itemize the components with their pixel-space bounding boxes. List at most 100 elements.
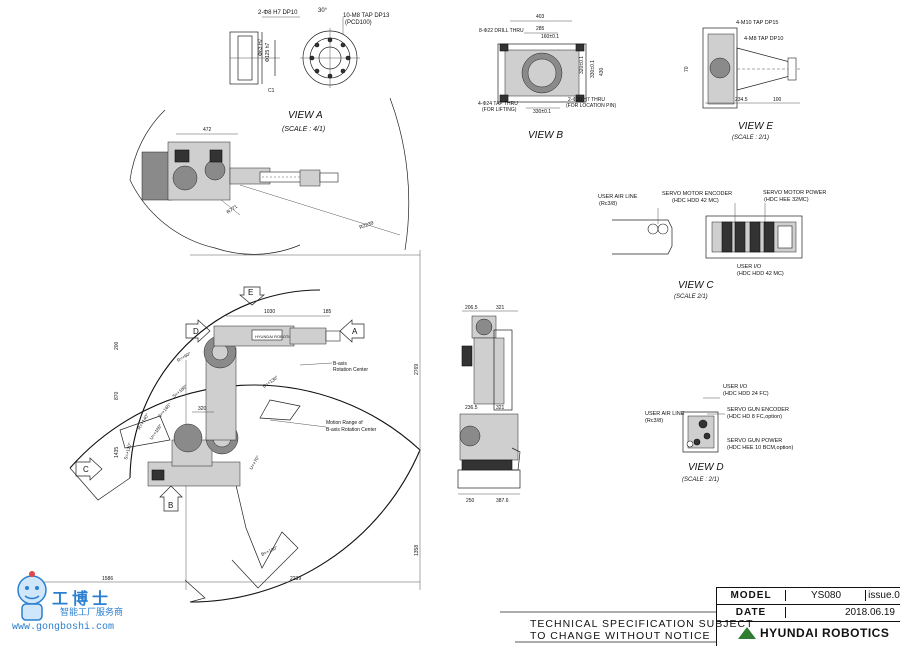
view-e: 4-M10 TAP DP15 4-M8 TAP DP10 234.5 100 7… bbox=[684, 20, 800, 141]
marker-e: E bbox=[239, 286, 265, 306]
view-d: USER I/O (HDC HDD 24 FC) USER AIR LINE (… bbox=[645, 384, 793, 483]
view-d-note-7: SERVO GUN POWER bbox=[727, 438, 782, 444]
disclaimer: TECHNICAL SPECIFICATION SUBJECT TO CHANG… bbox=[530, 618, 754, 642]
robot-side-body: HYUNDAI ROBOTICS bbox=[147, 325, 341, 487]
brand-name: HYUNDAI ROBOTICS bbox=[760, 626, 890, 640]
side-dim-2769: 2769 bbox=[414, 364, 420, 375]
svg-text:D: D bbox=[193, 327, 199, 336]
front-dim-6: 387.6 bbox=[496, 498, 509, 504]
view-c-note-2: (Rc3/8) bbox=[599, 201, 617, 207]
top-view-radius-2: R771 bbox=[226, 204, 239, 216]
angle-u180: U=+180° bbox=[149, 423, 163, 441]
front-dim-4: 321 bbox=[496, 405, 505, 411]
view-a-dim-2: Φ63 H7 bbox=[258, 38, 264, 56]
motion-note-1: Motion Range of bbox=[326, 420, 363, 426]
view-c-note-5: SERVO MOTOR POWER bbox=[763, 190, 826, 196]
hyundai-logo-icon bbox=[738, 627, 756, 639]
top-plan-view: R2239 R771 472 bbox=[129, 97, 410, 255]
view-b-dim-1: 403 bbox=[536, 14, 545, 20]
view-b-note-5: (FOR LOCATION PIN) bbox=[566, 103, 617, 109]
model-value: YS080 bbox=[785, 590, 866, 601]
side-dim-1586: 1586 bbox=[102, 576, 113, 582]
view-c-title: VIEW C bbox=[678, 280, 714, 291]
view-a-detail: 2-Φ8 H7 DP10 10-M8 TAP DP13 (PCD100) 30°… bbox=[229, 8, 390, 133]
view-d-note-5: SERVO GUN ENCODER bbox=[727, 407, 789, 413]
marker-b: B bbox=[159, 485, 183, 512]
front-dim-5: 250 bbox=[466, 498, 475, 504]
view-e-dim-1: 70 bbox=[684, 66, 690, 72]
view-e-note-2: 4-M8 TAP DP10 bbox=[744, 36, 783, 42]
side-dim-1030: 1030 bbox=[264, 309, 275, 315]
view-c: USER AIR LINE (Rc3/8) SERVO MOTOR ENCODE… bbox=[598, 190, 826, 300]
view-a-note-3: (PCD100) bbox=[345, 20, 372, 26]
title-row-date: DATE 2018.06.19 bbox=[717, 605, 900, 622]
view-b-dim-6: 430 bbox=[599, 67, 605, 76]
view-a-angle: 30° bbox=[318, 8, 328, 14]
view-a-scale: (SCALE : 4/1) bbox=[282, 126, 325, 133]
view-b: 403 285 160±0.1 8-Φ22 DRILL THRU 320±0.1… bbox=[478, 14, 617, 141]
view-e-dim-3: 100 bbox=[773, 97, 782, 103]
view-e-note-1: 4-M10 TAP DP15 bbox=[736, 20, 779, 26]
side-dim-200: 200 bbox=[114, 341, 120, 350]
view-a-title: VIEW A bbox=[288, 110, 323, 121]
angle-s120: S=+120° bbox=[123, 442, 132, 460]
svg-text:A: A bbox=[352, 327, 358, 336]
b-axis-note-2: Rotation Center bbox=[333, 367, 368, 373]
arm-brand-text: HYUNDAI ROBOTICS bbox=[255, 334, 295, 339]
view-a-dim-c1: C1 bbox=[268, 88, 275, 94]
angle-u70: U=+70° bbox=[249, 455, 261, 471]
side-dim-1358: 1358 bbox=[414, 545, 420, 556]
title-row-model: MODEL YS080 issue.0 bbox=[717, 588, 900, 605]
front-view: 206.5 321 236.5 321 250 387.6 bbox=[457, 305, 521, 504]
top-view-radius: R2239 bbox=[359, 220, 375, 231]
view-a-note-2: 10-M8 TAP DP13 bbox=[343, 13, 390, 19]
date-label: DATE bbox=[735, 607, 767, 618]
date-value: 2018.06.19 bbox=[785, 607, 899, 618]
disclaimer-line-2: TO CHANGE WITHOUT NOTICE bbox=[530, 630, 711, 642]
view-b-dim-5: 330±0.1 bbox=[590, 60, 596, 78]
view-b-note-4: 2-Φ20 H7 THRU bbox=[568, 97, 605, 103]
watermark-url: www.gongboshi.com bbox=[12, 622, 115, 633]
view-a-dim-1: Φ125 h7 bbox=[265, 42, 271, 62]
view-b-note-3: (FOR LIFTING) bbox=[482, 107, 517, 113]
watermark-subtitle: 智能工厂服务商 bbox=[60, 607, 124, 617]
view-c-note-3: SERVO MOTOR ENCODER bbox=[662, 191, 732, 197]
disclaimer-line-1: TECHNICAL SPECIFICATION SUBJECT bbox=[530, 618, 754, 630]
view-b-note-2: 4-Φ24 TAP THRU bbox=[478, 101, 518, 107]
view-b-dim-3: 160±0.1 bbox=[541, 34, 559, 40]
issue-value: issue.0 bbox=[865, 590, 900, 601]
view-d-note-6: (HDC HD 8 FC,option) bbox=[727, 414, 782, 420]
angle-r140: R=+140° bbox=[137, 412, 150, 430]
view-d-note-2: (HDC HDD 24 FC) bbox=[723, 391, 769, 397]
b-axis-note-1: B-axis bbox=[333, 361, 347, 367]
view-b-dim-7: 330±0.1 bbox=[533, 109, 551, 115]
watermark-name: 工博士 bbox=[52, 591, 113, 608]
marker-c: C bbox=[75, 457, 103, 481]
view-d-note-3: USER AIR LINE bbox=[645, 411, 685, 417]
view-d-title: VIEW D bbox=[688, 462, 724, 473]
svg-text:E: E bbox=[248, 288, 253, 297]
robot-plan-body bbox=[141, 141, 339, 201]
view-c-note-1: USER AIR LINE bbox=[598, 194, 638, 200]
front-dim-3: 236.5 bbox=[465, 405, 478, 411]
marker-d: D bbox=[185, 319, 211, 343]
side-dim-870: 870 bbox=[114, 391, 120, 400]
view-b-dim-4: 320±0.1 bbox=[579, 56, 585, 74]
view-d-scale: (SCALE : 2/1) bbox=[682, 477, 719, 483]
view-e-scale: (SCALE : 2/1) bbox=[732, 135, 769, 141]
title-block: MODEL YS080 issue.0 DATE 2018.06.19 bbox=[716, 587, 900, 646]
view-c-note-4: (HDC HDD 42 MC) bbox=[672, 198, 719, 204]
side-dim-1435: 1435 bbox=[114, 447, 120, 458]
side-dim-185: 185 bbox=[323, 309, 332, 315]
side-dim-320: 320 bbox=[198, 406, 207, 412]
view-c-note-8: (HDC HDD 42 MC) bbox=[737, 271, 784, 277]
side-dim-2239: 2239 bbox=[290, 576, 301, 582]
view-b-note-1: 8-Φ22 DRILL THRU bbox=[479, 28, 524, 34]
motion-note-2: B-axis Rotation Center bbox=[326, 427, 377, 433]
view-c-note-6: (HDC HEE 32MC) bbox=[764, 197, 809, 203]
top-view-width: 472 bbox=[203, 127, 212, 133]
svg-text:B: B bbox=[168, 501, 173, 510]
view-d-note-4: (Rc3/8) bbox=[645, 418, 663, 424]
svg-text:C: C bbox=[83, 465, 89, 474]
